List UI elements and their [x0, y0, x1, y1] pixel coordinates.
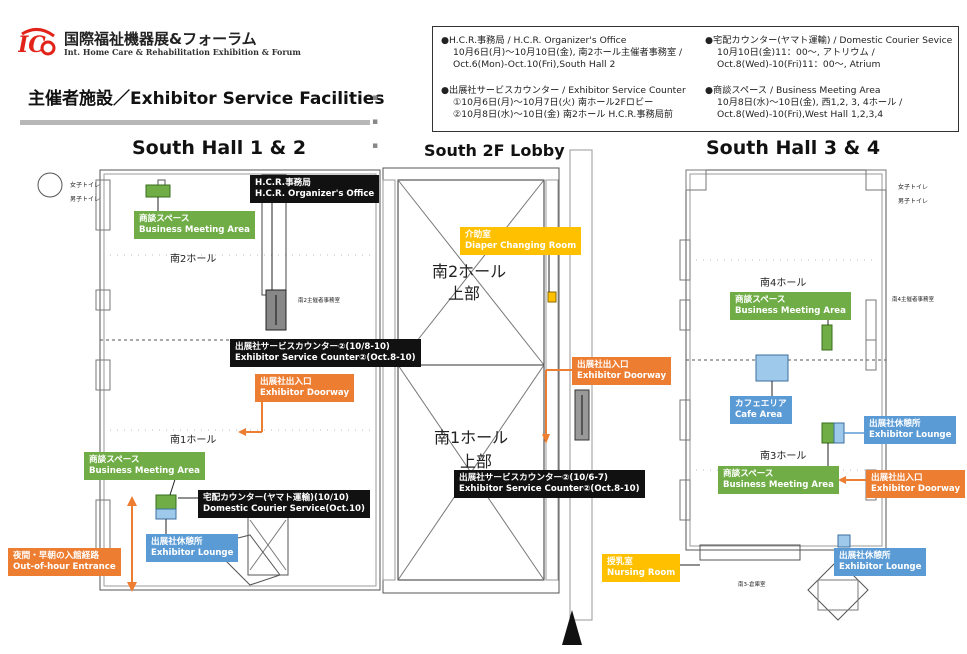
legend-meeting-line2: Oct.8(Wed)-10(Fri),West Hall 1,2,3,4 — [717, 109, 884, 120]
label-text-en: Nursing Room — [607, 568, 676, 578]
label-text-jp: 商談スペース — [139, 214, 190, 224]
label-text-en: Out-of-hour Entrance — [13, 562, 116, 572]
womens-restroom-label: 女子トイレ — [70, 182, 101, 189]
label-text-en: Exhibitor Lounge — [839, 562, 922, 572]
label-business-meeting-south4: 商談スペース Business Meeting Area — [730, 292, 851, 320]
legend-hcr-line2: Oct.6(Mon)-Oct.10(Fri),South Hall 2 — [453, 59, 616, 70]
label-text-en: Exhibitor Service Counter②(Oct.8-10) — [235, 353, 416, 363]
legend-hcr-title: ●H.C.R.事務局 / H.C.R. Organizer's Office — [441, 35, 627, 46]
lobby-lower-label-2: 上部 — [460, 452, 493, 471]
label-text-jp: 商談スペース — [735, 295, 786, 305]
legend-hcr-line1: 10月6日(月)～10月10日(金), 南2ホール主催者事務室 / — [453, 47, 683, 58]
label-text-en: H.C.R. Organizer's Office — [255, 189, 375, 199]
label-text-jp: 出展社サービスカウンター②(10/8-10) — [235, 342, 390, 352]
lobby-upper-label-2: 上部 — [448, 284, 481, 303]
label-text-en: Exhibitor Doorway — [871, 484, 961, 494]
label-text-jp: 宅配カウンター(ヤマト運輸)(10/10) — [203, 493, 349, 503]
decor-dots: ▪▪▪ — [372, 93, 379, 151]
label-text-jp: 夜間・早朝の入館経路 — [13, 551, 99, 561]
legend-courier-line1: 10月10日(金)11：00～, アトリウム / — [717, 47, 875, 58]
label-exhibitor-lounge-south1: 出展社休憩所 Exhibitor Lounge — [146, 534, 239, 562]
label-cafe-area: カフェエリア Cafe Area — [730, 396, 792, 424]
womens-restroom-label-34: 女子トイレ — [898, 184, 929, 191]
legend-box: ●H.C.R.事務局 / H.C.R. Organizer's Office 1… — [432, 26, 959, 132]
label-business-meeting-south1: 商談スペース Business Meeting Area — [84, 452, 205, 480]
label-text-en: Business Meeting Area — [139, 225, 250, 235]
legend-courier-line2: Oct.8(Wed)-10(Fri)11：00～, Atrium — [717, 59, 881, 70]
label-text-jp: 出展社休憩所 — [869, 419, 921, 429]
label-business-meeting-south3: 商談スペース Business Meeting Area — [718, 466, 839, 494]
label-text-jp: 介助室 — [465, 230, 491, 240]
logo-icon: IC — [18, 28, 56, 58]
label-text-jp: 出展社出入口 — [871, 473, 923, 483]
hall-label-south3: 南3ホール — [760, 451, 807, 462]
hall-label-south1: 南1ホール — [170, 435, 217, 446]
hall-title-south-1-2: South Hall 1 & 2 — [132, 137, 307, 159]
label-text-en: Exhibitor Doorway — [260, 388, 350, 398]
legend-service-line1: ①10月6日(月)～10月7日(火) 南ホール2Fロビー — [453, 97, 654, 108]
label-text-en: Exhibitor Lounge — [151, 548, 234, 558]
label-text-jp: 出展社休憩所 — [151, 537, 203, 547]
logo-text-jp: 国際福祉機器展&フォーラム — [64, 30, 257, 48]
label-courier-counter: 宅配カウンター(ヤマト運輸)(10/10) Domestic Courier S… — [198, 490, 370, 518]
storage-label: 南3-倉庫室 — [738, 582, 766, 588]
label-service-counter-2: 出展社サービスカウンター②(10/8-10) Exhibitor Service… — [230, 339, 421, 367]
label-text-jp: 出展社出入口 — [260, 377, 312, 387]
label-text-en: Domestic Courier Service(Oct.10) — [203, 504, 365, 514]
label-exhibitor-doorway-south3: 出展社出入口 Exhibitor Doorway — [866, 470, 966, 498]
label-service-counter-1: 出展社サービスカウンター②(10/6-7) Exhibitor Service … — [454, 470, 645, 498]
label-text-en: Exhibitor Service Counter②(Oct.8-10) — [459, 484, 640, 494]
label-text-jp: 出展社出入口 — [577, 360, 629, 370]
hall-label-south2: 南2ホール — [170, 254, 217, 265]
label-text-jp: 出展社サービスカウンター②(10/6-7) — [459, 473, 608, 483]
label-out-of-hour-entrance: 夜間・早朝の入館経路 Out-of-hour Entrance — [8, 548, 121, 576]
mens-restroom-label-34: 男子トイレ — [898, 198, 929, 205]
label-business-meeting-south2: 商談スペース Business Meeting Area — [134, 211, 255, 239]
label-hcr-office: H.C.R.事務局 H.C.R. Organizer's Office — [250, 175, 380, 203]
hall-title-south-3-4: South Hall 3 & 4 — [706, 137, 881, 159]
label-diaper-changing-room: 介助室 Diaper Changing Room — [460, 227, 582, 255]
label-exhibitor-doorway-south1: 出展社出入口 Exhibitor Doorway — [255, 374, 355, 402]
hall-title-south-2f-lobby: South 2F Lobby — [424, 141, 565, 160]
label-text-en: Diaper Changing Room — [465, 241, 577, 251]
label-text-jp: カフェエリア — [735, 399, 787, 409]
label-nursing-room: 授乳室 Nursing Room — [602, 554, 681, 582]
organizer-room-label: 南2主催者事務室 — [298, 298, 340, 304]
legend-service-line2: ②10月8日(水)～10日(金) 南2ホール H.C.R.事務局前 — [453, 109, 674, 120]
label-text-jp: H.C.R.事務局 — [255, 178, 311, 188]
legend-courier-title: ●宅配カウンター(ヤマト運輸) / Domestic Courier Sevic… — [705, 35, 953, 46]
label-exhibitor-lounge-south3-bottom: 出展社休憩所 Exhibitor Lounge — [834, 548, 927, 576]
label-exhibitor-doorway-lobby: 出展社出入口 Exhibitor Doorway — [572, 357, 672, 385]
label-text-jp: 出展社休憩所 — [839, 551, 891, 561]
label-text-en: Business Meeting Area — [89, 466, 200, 476]
label-text-jp: 商談スペース — [723, 469, 774, 479]
label-text-en: Business Meeting Area — [723, 480, 834, 490]
page-title: 主催者施設／Exhibitor Service Facilities — [28, 89, 385, 109]
hall-label-south4: 南4ホール — [760, 278, 807, 289]
title-rule — [20, 120, 370, 125]
legend-meeting-title: ●商談スペース / Business Meeting Area — [705, 85, 881, 96]
lobby-lower-label-1: 南1ホール — [434, 428, 509, 447]
mens-restroom-label: 男子トイレ — [70, 196, 101, 203]
label-text-jp: 授乳室 — [607, 557, 633, 567]
label-text-en: Exhibitor Doorway — [577, 371, 667, 381]
legend-meeting-line1: 10月8日(水)～10日(金), 西1,2, 3, 4ホール / — [717, 97, 903, 108]
logo-text-en: Int. Home Care & Rehabilitation Exhibiti… — [64, 47, 301, 57]
lobby-upper-label-1: 南2ホール — [432, 262, 507, 281]
label-text-jp: 商談スペース — [89, 455, 140, 465]
legend-service-title: ●出展社サービスカウンター / Exhibitor Service Counte… — [441, 85, 686, 96]
label-text-en: Exhibitor Lounge — [869, 430, 952, 440]
organizer-room4-label: 南4主催者事務室 — [892, 297, 934, 303]
label-text-en: Cafe Area — [735, 410, 783, 420]
label-exhibitor-lounge-south3: 出展社休憩所 Exhibitor Lounge — [864, 416, 957, 444]
label-text-en: Business Meeting Area — [735, 306, 846, 316]
